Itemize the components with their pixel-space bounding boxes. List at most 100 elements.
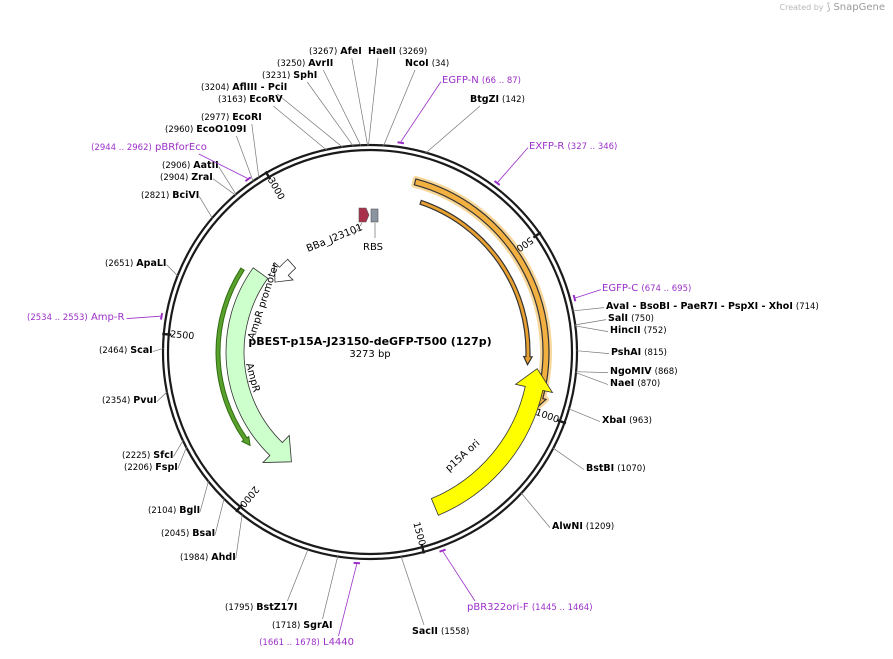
ampr-dark-feature[interactable] xyxy=(215,267,251,447)
primer-exfp-r[interactable]: EXFP-R (327 .. 346) xyxy=(493,141,618,186)
site-aatii[interactable]: (2906) AatII xyxy=(162,160,237,195)
site-apali[interactable]: (2651) ApaLI xyxy=(105,258,179,277)
site-sphi[interactable]: (3231) SphI xyxy=(262,70,354,147)
primer-binding-mark xyxy=(493,180,501,186)
site-bgli[interactable]: (2104) BglI xyxy=(148,480,209,516)
site-avrii[interactable]: (3250) AvrII xyxy=(277,58,362,146)
site-sgrai[interactable]: (1718) SgrAI xyxy=(272,555,339,631)
tick-mark-1000 xyxy=(557,419,567,425)
site-afei[interactable]: (3267) AfeI xyxy=(309,46,368,146)
site-leader-line xyxy=(575,372,609,385)
site-ngomiv[interactable]: NgoMIV (868) xyxy=(575,366,678,377)
degfp-outer-feature[interactable] xyxy=(413,178,550,409)
primer-range: (1445 .. 1464) xyxy=(532,603,593,613)
site-leader-line xyxy=(568,408,601,422)
plasmid-name: pBEST-p15A-J23150-deGFP-T500 (127p) xyxy=(248,335,491,348)
site-position: (1209) xyxy=(586,522,614,532)
site-btgzi[interactable]: BtgZI (142) xyxy=(425,94,525,154)
site-name: SalI xyxy=(608,313,628,324)
site-label-ahdi: (1984) AhdI xyxy=(180,552,236,563)
site-name: AatII xyxy=(193,160,218,171)
site-name: PvuI xyxy=(133,395,156,406)
bba-j23101-feature[interactable] xyxy=(358,207,370,223)
rbs-label: RBS xyxy=(363,242,383,253)
site-ahdi[interactable]: (1984) AhdI xyxy=(180,514,243,563)
primer-l4440[interactable]: (1661 .. 1678) L4440 xyxy=(259,561,361,648)
site-position: (2821) xyxy=(141,191,169,201)
backbone-outer-strand xyxy=(161,143,579,561)
site-label-hincii: HincII (752) xyxy=(610,325,667,336)
primer-pbrforeco[interactable]: (2944 .. 2962) pBRforEco xyxy=(91,142,252,182)
site-bstbi[interactable]: BstBI (1070) xyxy=(552,447,646,474)
primer-binding-mark xyxy=(572,294,577,302)
site-name: AfeI xyxy=(340,46,361,57)
site-leader-line xyxy=(156,391,168,402)
site-zrai[interactable]: (2904) ZraI xyxy=(160,172,236,196)
degfp-inner-feature[interactable] xyxy=(419,199,534,366)
site-xbai[interactable]: XbaI (963) xyxy=(568,408,652,426)
site-sali[interactable]: SalI (750) xyxy=(574,313,654,326)
primer-name: EGFP-C xyxy=(602,283,638,294)
site-label-sphi: (3231) SphI xyxy=(262,70,317,81)
p15a-ori-feature[interactable] xyxy=(430,368,554,516)
site-naei[interactable]: NaeI (870) xyxy=(575,372,660,389)
snapgene-logo-icon: ⟆ xyxy=(826,2,831,13)
primer-name: pBRforEco xyxy=(155,142,207,153)
site-fspi[interactable]: (2206) FspI xyxy=(124,446,187,473)
site-leader-line xyxy=(322,555,339,620)
site-ecorv[interactable]: (3163) EcoRV xyxy=(218,94,327,151)
site-bcivi[interactable]: (2821) BciVI xyxy=(141,190,213,219)
site-position: (3231) xyxy=(262,71,290,81)
ampr-promoter-feature[interactable] xyxy=(274,258,297,283)
site-label-aatii: (2906) AatII xyxy=(162,160,219,171)
site-name: ScaI xyxy=(130,345,152,356)
site-label-bsai: (2045) BsaI xyxy=(161,528,215,539)
primer-egfp-c[interactable]: EGFP-C (674 .. 695) xyxy=(572,283,692,302)
site-haeii[interactable]: HaeII (3269) xyxy=(368,46,427,146)
site-pvui[interactable]: (2354) PvuI xyxy=(102,391,168,406)
site-name: BglI xyxy=(179,505,200,516)
site-position: (2960) xyxy=(165,125,193,135)
primer-label: EGFP-N (66 .. 87) xyxy=(442,75,521,86)
tick-mark-3000 xyxy=(264,170,272,180)
primer-egfp-n[interactable]: EGFP-N (66 .. 87) xyxy=(397,75,521,145)
primer-amp-r[interactable]: (2534 .. 2553) Amp-R xyxy=(27,312,164,323)
site-label-ecori: (2977) EcoRI xyxy=(201,112,262,123)
site-hincii[interactable]: HincII (752) xyxy=(574,325,667,336)
site-sfci[interactable]: (2225) SfcI xyxy=(122,439,184,461)
primer-binding-mark xyxy=(160,312,164,320)
site-label-alwni: AlwNI (1209) xyxy=(552,521,614,532)
primer-label: (2534 .. 2553) Amp-R xyxy=(27,312,124,323)
site-scai[interactable]: (2464) ScaI xyxy=(99,345,164,356)
site-position: (868) xyxy=(655,367,678,377)
site-name: AflIII - PciI xyxy=(232,82,287,93)
site-label-sali: SalI (750) xyxy=(608,313,654,324)
site-ecoo109i[interactable]: (2960) EcoO109I xyxy=(165,124,254,182)
site-ncoi[interactable]: NcoI (34) xyxy=(383,58,449,147)
site-label-avai-bsobi-paer7i-pspxi-xhoi: AvaI - BsoBI - PaeR7I - PspXI - XhoI (71… xyxy=(606,301,819,312)
site-pshai[interactable]: PshAI (815) xyxy=(576,347,667,358)
site-name: BsaI xyxy=(192,528,215,539)
site-bsai[interactable]: (2045) BsaI xyxy=(161,498,225,539)
site-position: (714) xyxy=(796,302,819,312)
site-bstz17i[interactable]: (1795) BstZ17I xyxy=(225,548,309,613)
site-avai-bsobi-paer7i-pspxi-xhoi[interactable]: AvaI - BsoBI - PaeR7I - PspXI - XhoI (71… xyxy=(572,301,819,312)
site-name: BciVI xyxy=(172,190,199,201)
site-leader-line xyxy=(425,105,481,154)
site-position: (2651) xyxy=(105,259,133,269)
site-name: EcoRV xyxy=(249,94,283,105)
primer-pbr322ori-f[interactable]: pBR322ori-F (1445 .. 1464) xyxy=(439,548,593,613)
site-sacii[interactable]: SacII (1558) xyxy=(400,556,469,637)
primer-leader-line xyxy=(198,153,248,179)
site-ecori[interactable]: (2977) EcoRI xyxy=(201,112,262,178)
site-label-ngomiv: NgoMIV (868) xyxy=(610,366,678,377)
site-alwni[interactable]: AlwNI (1209) xyxy=(520,492,614,532)
ampr-feature[interactable] xyxy=(225,267,292,464)
site-position: (2206) xyxy=(124,463,152,473)
site-afliii-pcii[interactable]: (3204) AflIII - PciI xyxy=(201,82,343,148)
site-position: (2104) xyxy=(148,506,176,516)
rbs-feature[interactable] xyxy=(370,208,379,223)
site-leader-line xyxy=(277,93,343,148)
site-label-afliii-pcii: (3204) AflIII - PciI xyxy=(201,82,287,93)
primer-label: (1661 .. 1678) L4440 xyxy=(259,637,354,648)
